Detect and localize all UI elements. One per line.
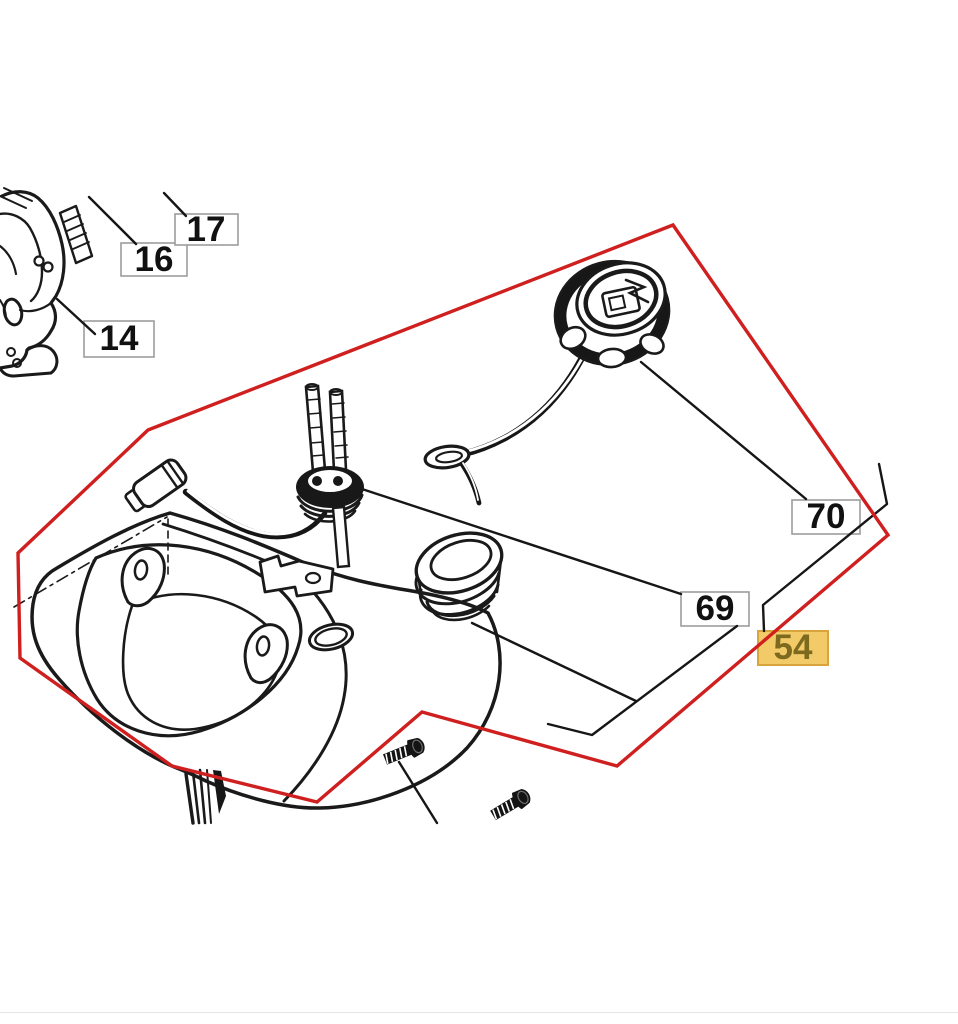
tank-lug-drawing <box>243 623 289 685</box>
callout-70[interactable]: 70 <box>791 497 861 536</box>
fuel-line-drawing <box>328 388 349 473</box>
callout-box <box>120 242 188 277</box>
callout-label: 16 <box>135 240 174 279</box>
callout-54-highlighted[interactable]: 54 <box>757 628 829 667</box>
callout-label: 17 <box>187 210 226 249</box>
leader-17 <box>162 191 188 218</box>
tank-lug-drawing <box>120 547 166 608</box>
leader-tank <box>470 621 638 703</box>
callout-16[interactable]: 16 <box>120 240 188 279</box>
tank-vent-hole <box>307 622 355 652</box>
leader-14 <box>55 297 97 336</box>
callout-14[interactable]: 14 <box>83 319 155 358</box>
fuel-line-drawing <box>304 383 327 474</box>
callout-box <box>791 499 861 535</box>
assembly-outline <box>16 222 891 804</box>
callout-box <box>680 591 750 627</box>
page-bottom-divider <box>0 1012 958 1013</box>
hidden-line <box>13 516 168 608</box>
fuel-cap-drawing <box>423 259 671 506</box>
leader-screw <box>397 760 439 825</box>
callout-label: 54 <box>774 628 813 667</box>
wire-connector-drawing <box>124 458 328 540</box>
engine-fragment-drawing <box>0 187 94 378</box>
cap-tether-cord <box>459 348 589 458</box>
leader-70 <box>639 360 808 501</box>
filler-neck-drawing <box>414 531 504 622</box>
fuel-line-grommet-drawing <box>296 383 364 569</box>
leader-69 <box>360 487 683 596</box>
leader-lines <box>55 191 889 825</box>
leader-54 <box>761 462 889 633</box>
tank-bracket-drawing <box>258 554 335 598</box>
callout-17[interactable]: 17 <box>174 210 239 249</box>
tank-vent-hole-inner <box>314 627 348 647</box>
fuel-tank-drawing <box>13 511 502 825</box>
callout-label: 14 <box>100 319 139 358</box>
callout-label: 69 <box>696 589 735 628</box>
callout-69[interactable]: 69 <box>680 589 750 628</box>
striped-clip-drawing <box>58 204 94 265</box>
callout-label: 70 <box>807 497 846 536</box>
leader-tank-bottom <box>546 624 739 737</box>
screw-drawing <box>490 788 531 821</box>
fuel-pump-icon <box>601 278 650 319</box>
callout-box <box>174 213 239 246</box>
callout-box <box>83 320 155 358</box>
tank-strap-drawing <box>184 768 226 825</box>
leader-16 <box>87 195 138 246</box>
screw-drawing <box>382 737 425 765</box>
